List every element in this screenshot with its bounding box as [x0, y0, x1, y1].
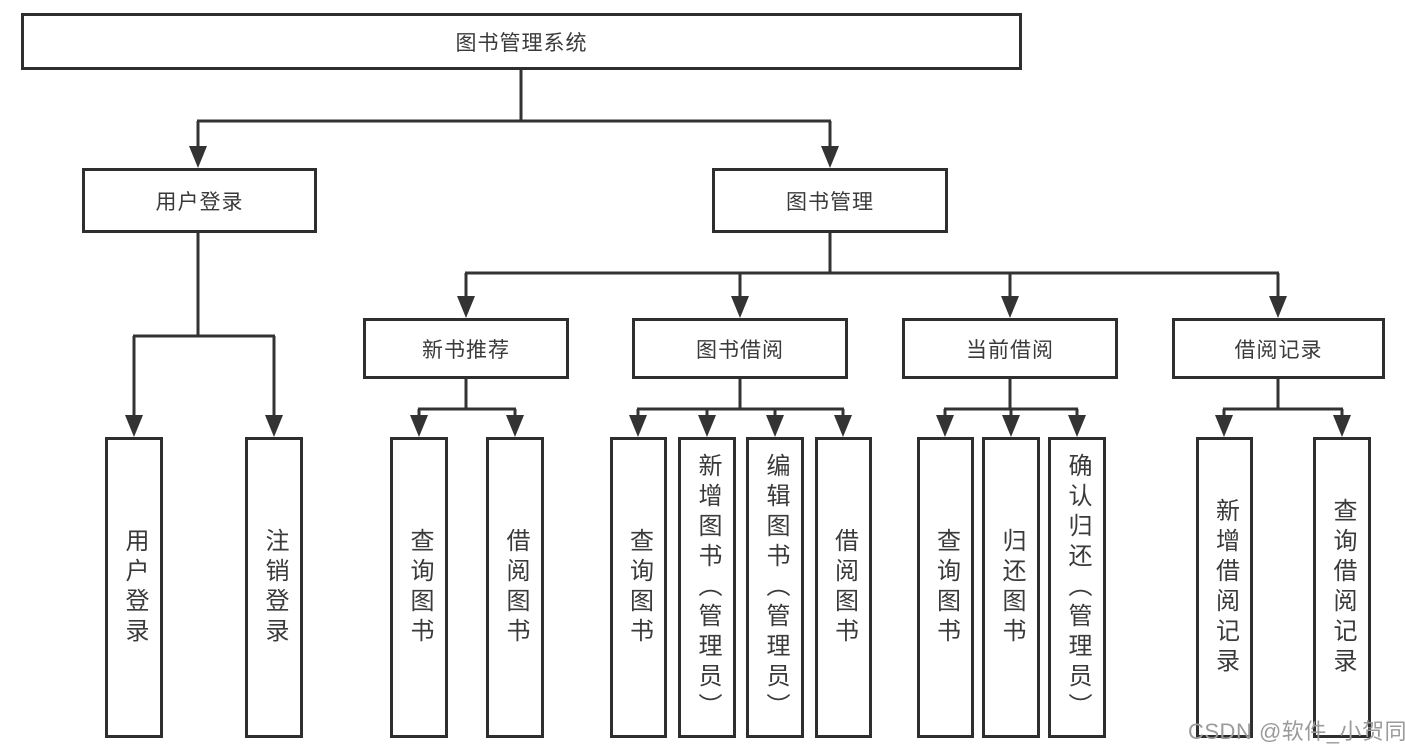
node-borrowing-records: 借阅记录 — [1172, 318, 1385, 379]
node-book-borrowing: 图书借阅 — [632, 318, 848, 379]
leaf-borrow-books-borrowing: 借阅图书 — [815, 437, 872, 738]
leaf-add-books-admin: 新增图书（管理员） — [678, 437, 736, 738]
leaf-query-books-borrowing: 查询图书 — [610, 437, 667, 738]
leaf-add-borrow-record: 新增借阅记录 — [1196, 437, 1253, 738]
leaf-query-books-recommend: 查询图书 — [390, 437, 448, 738]
node-user-login-group: 用户登录 — [82, 168, 317, 233]
csdn-watermark: CSDN @软件_小贺同学 — [1188, 719, 1405, 744]
node-root-library-system: 图书管理系统 — [21, 13, 1022, 70]
leaf-user-login: 用户登录 — [105, 437, 163, 738]
leaf-confirm-return-admin: 确认归还（管理员） — [1048, 437, 1106, 738]
node-current-borrowing: 当前借阅 — [902, 318, 1118, 379]
node-book-management-group: 图书管理 — [712, 168, 948, 233]
leaf-return-books: 归还图书 — [982, 437, 1040, 738]
leaf-borrow-books-recommend: 借阅图书 — [486, 437, 544, 738]
leaf-logout: 注销登录 — [245, 437, 303, 738]
leaf-edit-books-admin: 编辑图书（管理员） — [746, 437, 804, 738]
leaf-query-borrow-record: 查询借阅记录 — [1313, 437, 1371, 738]
leaf-query-books-current: 查询图书 — [917, 437, 974, 738]
node-new-book-recommend: 新书推荐 — [363, 318, 569, 379]
arrowhead-icons — [125, 146, 1351, 437]
